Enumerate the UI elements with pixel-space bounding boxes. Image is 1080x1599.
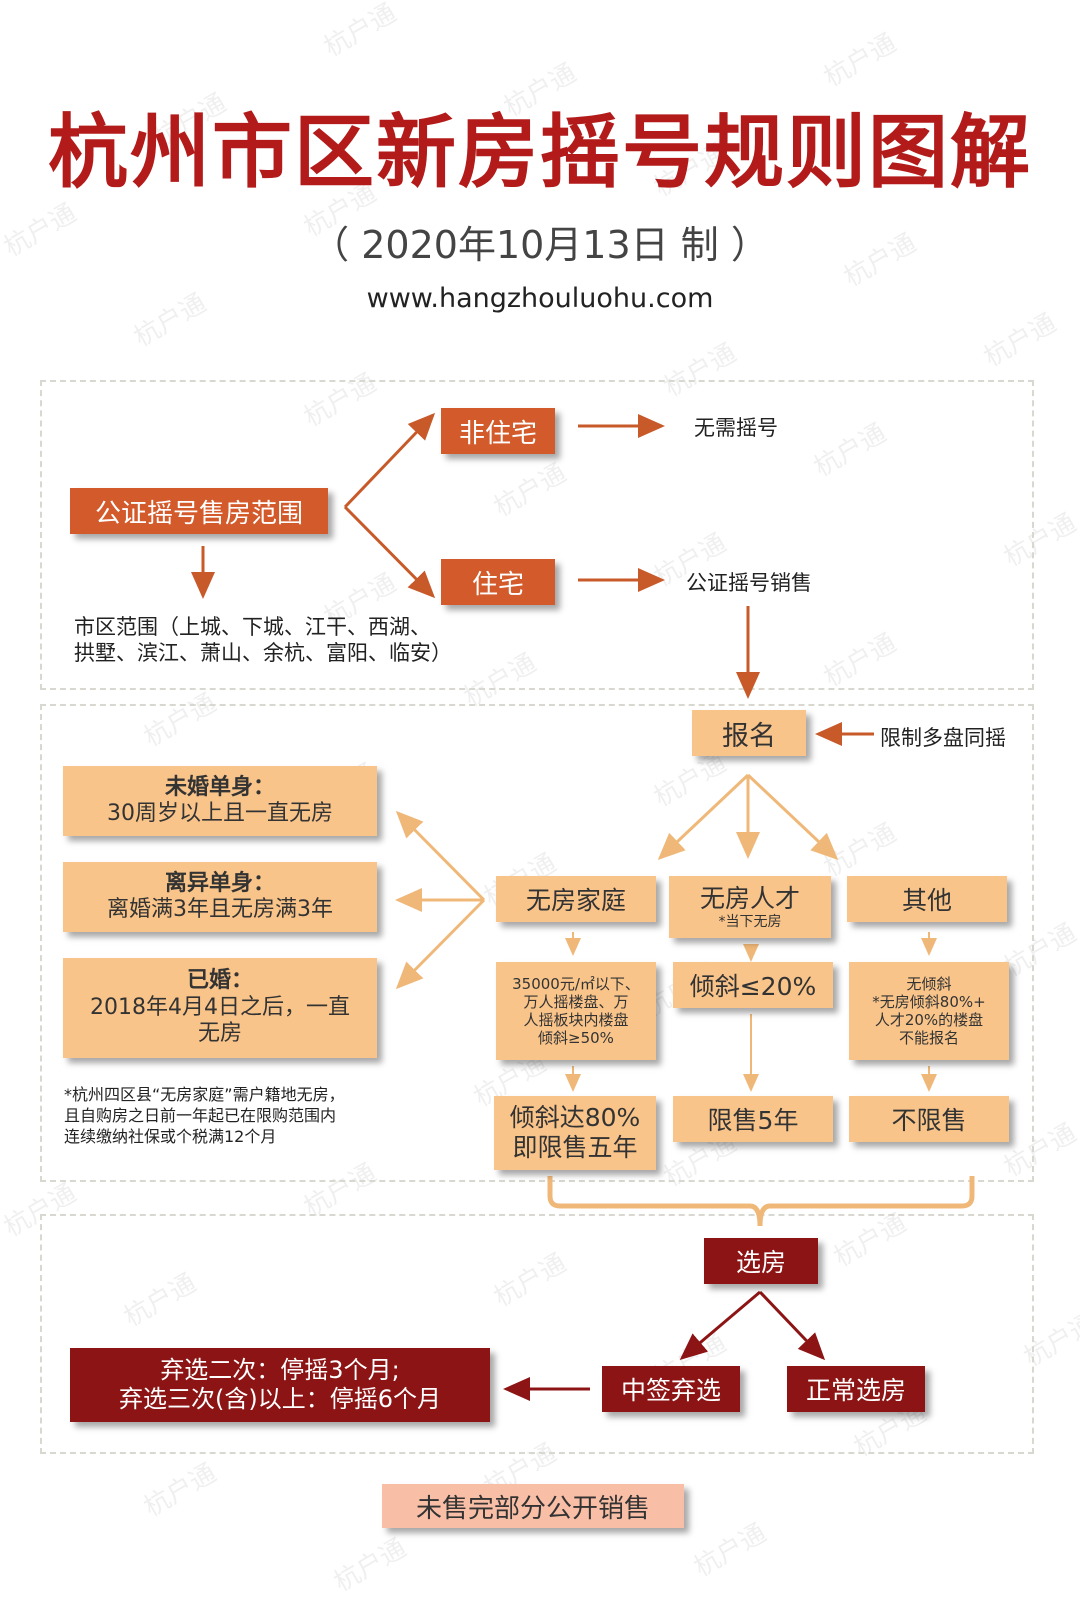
other-rule-line1: 无倾斜 — [906, 975, 952, 993]
penalty-line2: 弃选三次(含)以上：停摇6个月 — [119, 1385, 441, 1413]
other-rule-line2: *无房倾斜80%+ — [872, 993, 986, 1011]
non-residential-box: 非住宅 — [441, 408, 555, 454]
family-rule-box: 35000元/㎡以下、 万人摇楼盘、万 人摇板块内楼盘 倾斜≥50% — [496, 962, 656, 1060]
other-rule-box: 无倾斜 *无房倾斜80%+ 人才20%的楼盘 不能报名 — [849, 962, 1009, 1060]
other-rule-line3: 人才20%的楼盘 — [874, 1011, 984, 1029]
family-rule-line4: 倾斜≥50% — [538, 1029, 614, 1047]
page-subtitle: （ 2020年10月13日 制 ） — [311, 223, 769, 267]
no-lottery-text: 无需摇号 — [694, 416, 778, 440]
page-title: 杭州市区新房摇号规则图解 — [48, 106, 1032, 199]
talent-box: 无房人才 *当下无房 — [669, 876, 831, 938]
married-desc-line1: 2018年4月4日之后，一直 — [90, 994, 350, 1020]
married-desc-line2: 无房 — [197, 1021, 242, 1047]
footnote-line2: 且自购房之日前一年起已在限购范围内 — [64, 1106, 337, 1125]
divorced-criteria-box: 离异单身： 离婚满3年且无房满3年 — [63, 862, 377, 932]
family-result-line2: 即限售五年 — [512, 1133, 638, 1162]
married-title: 已婚： — [186, 968, 253, 994]
other-result-box: 不限售 — [849, 1096, 1009, 1142]
scope-districts-line1: 市区范围（上城、下城、江干、西湖、 — [74, 615, 431, 639]
section-scope — [40, 380, 1034, 690]
other-rule-line4: 不能报名 — [898, 1029, 959, 1047]
single-title: 未婚单身： — [164, 774, 275, 800]
penalty-box: 弃选二次：停摇3个月; 弃选三次(含)以上：停摇6个月 — [70, 1348, 490, 1422]
section-choose — [40, 1214, 1034, 1454]
public-sale-box: 未售完部分公开销售 — [382, 1484, 684, 1528]
normal-choose-box: 正常选房 — [787, 1366, 925, 1412]
divorced-title: 离异单身： — [164, 870, 275, 896]
signup-note: 限制多盘同摇 — [880, 726, 1006, 750]
website-url: www.hangzhouluohu.com — [366, 283, 714, 314]
abandon-after-win-box: 中签弃选 — [602, 1366, 740, 1412]
signup-box: 报名 — [692, 710, 806, 756]
residential-box: 住宅 — [441, 559, 555, 605]
scope-box: 公证摇号售房范围 — [70, 488, 328, 534]
no-house-family-box: 无房家庭 — [496, 876, 656, 922]
other-category-box: 其他 — [847, 876, 1007, 922]
family-result-line1: 倾斜达80% — [509, 1103, 641, 1132]
married-criteria-box: 已婚： 2018年4月4日之后，一直 无房 — [63, 958, 377, 1058]
single-desc: 30周岁以上且一直无房 — [107, 801, 333, 826]
talent-result-box: 限售5年 — [673, 1096, 833, 1142]
family-rule-line1: 35000元/㎡以下、 — [512, 975, 640, 993]
footnote-line3: 连续缴纳社保或个税满12个月 — [64, 1127, 277, 1146]
penalty-line1: 弃选二次：停摇3个月; — [160, 1356, 400, 1385]
talent-label: 无房人才 — [699, 883, 800, 913]
choose-house-box: 选房 — [704, 1238, 818, 1284]
divorced-desc: 离婚满3年且无房满3年 — [107, 897, 333, 922]
section-signup — [40, 704, 1034, 1182]
family-result-box: 倾斜达80% 即限售五年 — [494, 1096, 656, 1170]
footnote-line1: *杭州四区县“无房家庭”需户籍地无房， — [64, 1085, 345, 1104]
talent-note: *当下无房 — [718, 913, 782, 930]
scope-districts-line2: 拱墅、滨江、萧山、余杭、富阳、临安） — [74, 641, 452, 665]
talent-rule-box: 倾斜≤20% — [673, 962, 833, 1008]
single-criteria-box: 未婚单身： 30周岁以上且一直无房 — [63, 766, 377, 836]
family-rule-line2: 万人摇楼盘、万 — [523, 993, 629, 1011]
notary-sale-text: 公证摇号销售 — [686, 571, 812, 595]
footnote: *杭州四区县“无房家庭”需户籍地无房， 且自购房之日前一年起已在限购范围内 连续… — [64, 1084, 345, 1147]
family-rule-line3: 人摇板块内楼盘 — [523, 1011, 629, 1029]
